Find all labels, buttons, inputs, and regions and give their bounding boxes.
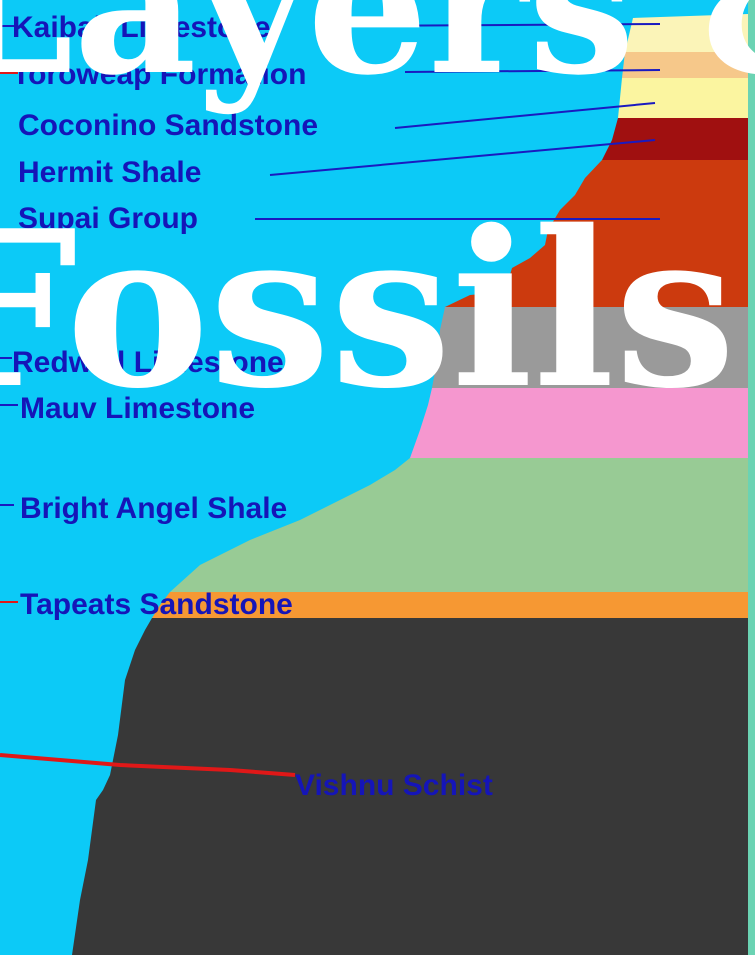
leader-line-vishnu (0, 753, 296, 777)
leader-line-coconino (394, 102, 656, 129)
layer-muav-limestone (410, 388, 748, 458)
overlay-title-line1: Layers & (0, 0, 755, 117)
leader-line-toroweap (404, 69, 661, 73)
layer-hermit-shale (602, 118, 748, 160)
label-redwall-limestone: Redwall Limestone (12, 346, 284, 379)
label-tapeats-sandstone: Tapeats Sandstone (20, 588, 293, 621)
overlay-title-line2: Fossils (0, 183, 736, 436)
label-vishnu-schist: Vishnu Schist (295, 769, 493, 802)
label-hermit-shale: Hermit Shale (18, 156, 201, 189)
leader-line-kaibab (349, 23, 661, 27)
layer-vishnu-schist (72, 618, 748, 955)
label-kaibab-limestone: Kaibab Limestone (12, 11, 270, 44)
layer-supai-group (445, 160, 748, 307)
label-supai-group: Supai Group (18, 202, 198, 235)
layer-coconino-sandstone (618, 78, 748, 118)
label-bright-angel-shale: Bright Angel Shale (20, 492, 287, 525)
layer-tapeats-sandstone (152, 592, 748, 618)
layer-redwall-limestone (432, 307, 748, 388)
label-coconino-sandstone: Coconino Sandstone (18, 109, 318, 142)
layer-toroweap-formation (622, 52, 748, 78)
right-frame-border (748, 0, 755, 955)
layer-bright-angel-shale (170, 458, 748, 592)
label-muav-limestone: Mauv Limestone (20, 392, 255, 425)
label-toroweap-formation: Toroweap Formation (12, 58, 306, 91)
leader-line-hermit (269, 139, 656, 176)
